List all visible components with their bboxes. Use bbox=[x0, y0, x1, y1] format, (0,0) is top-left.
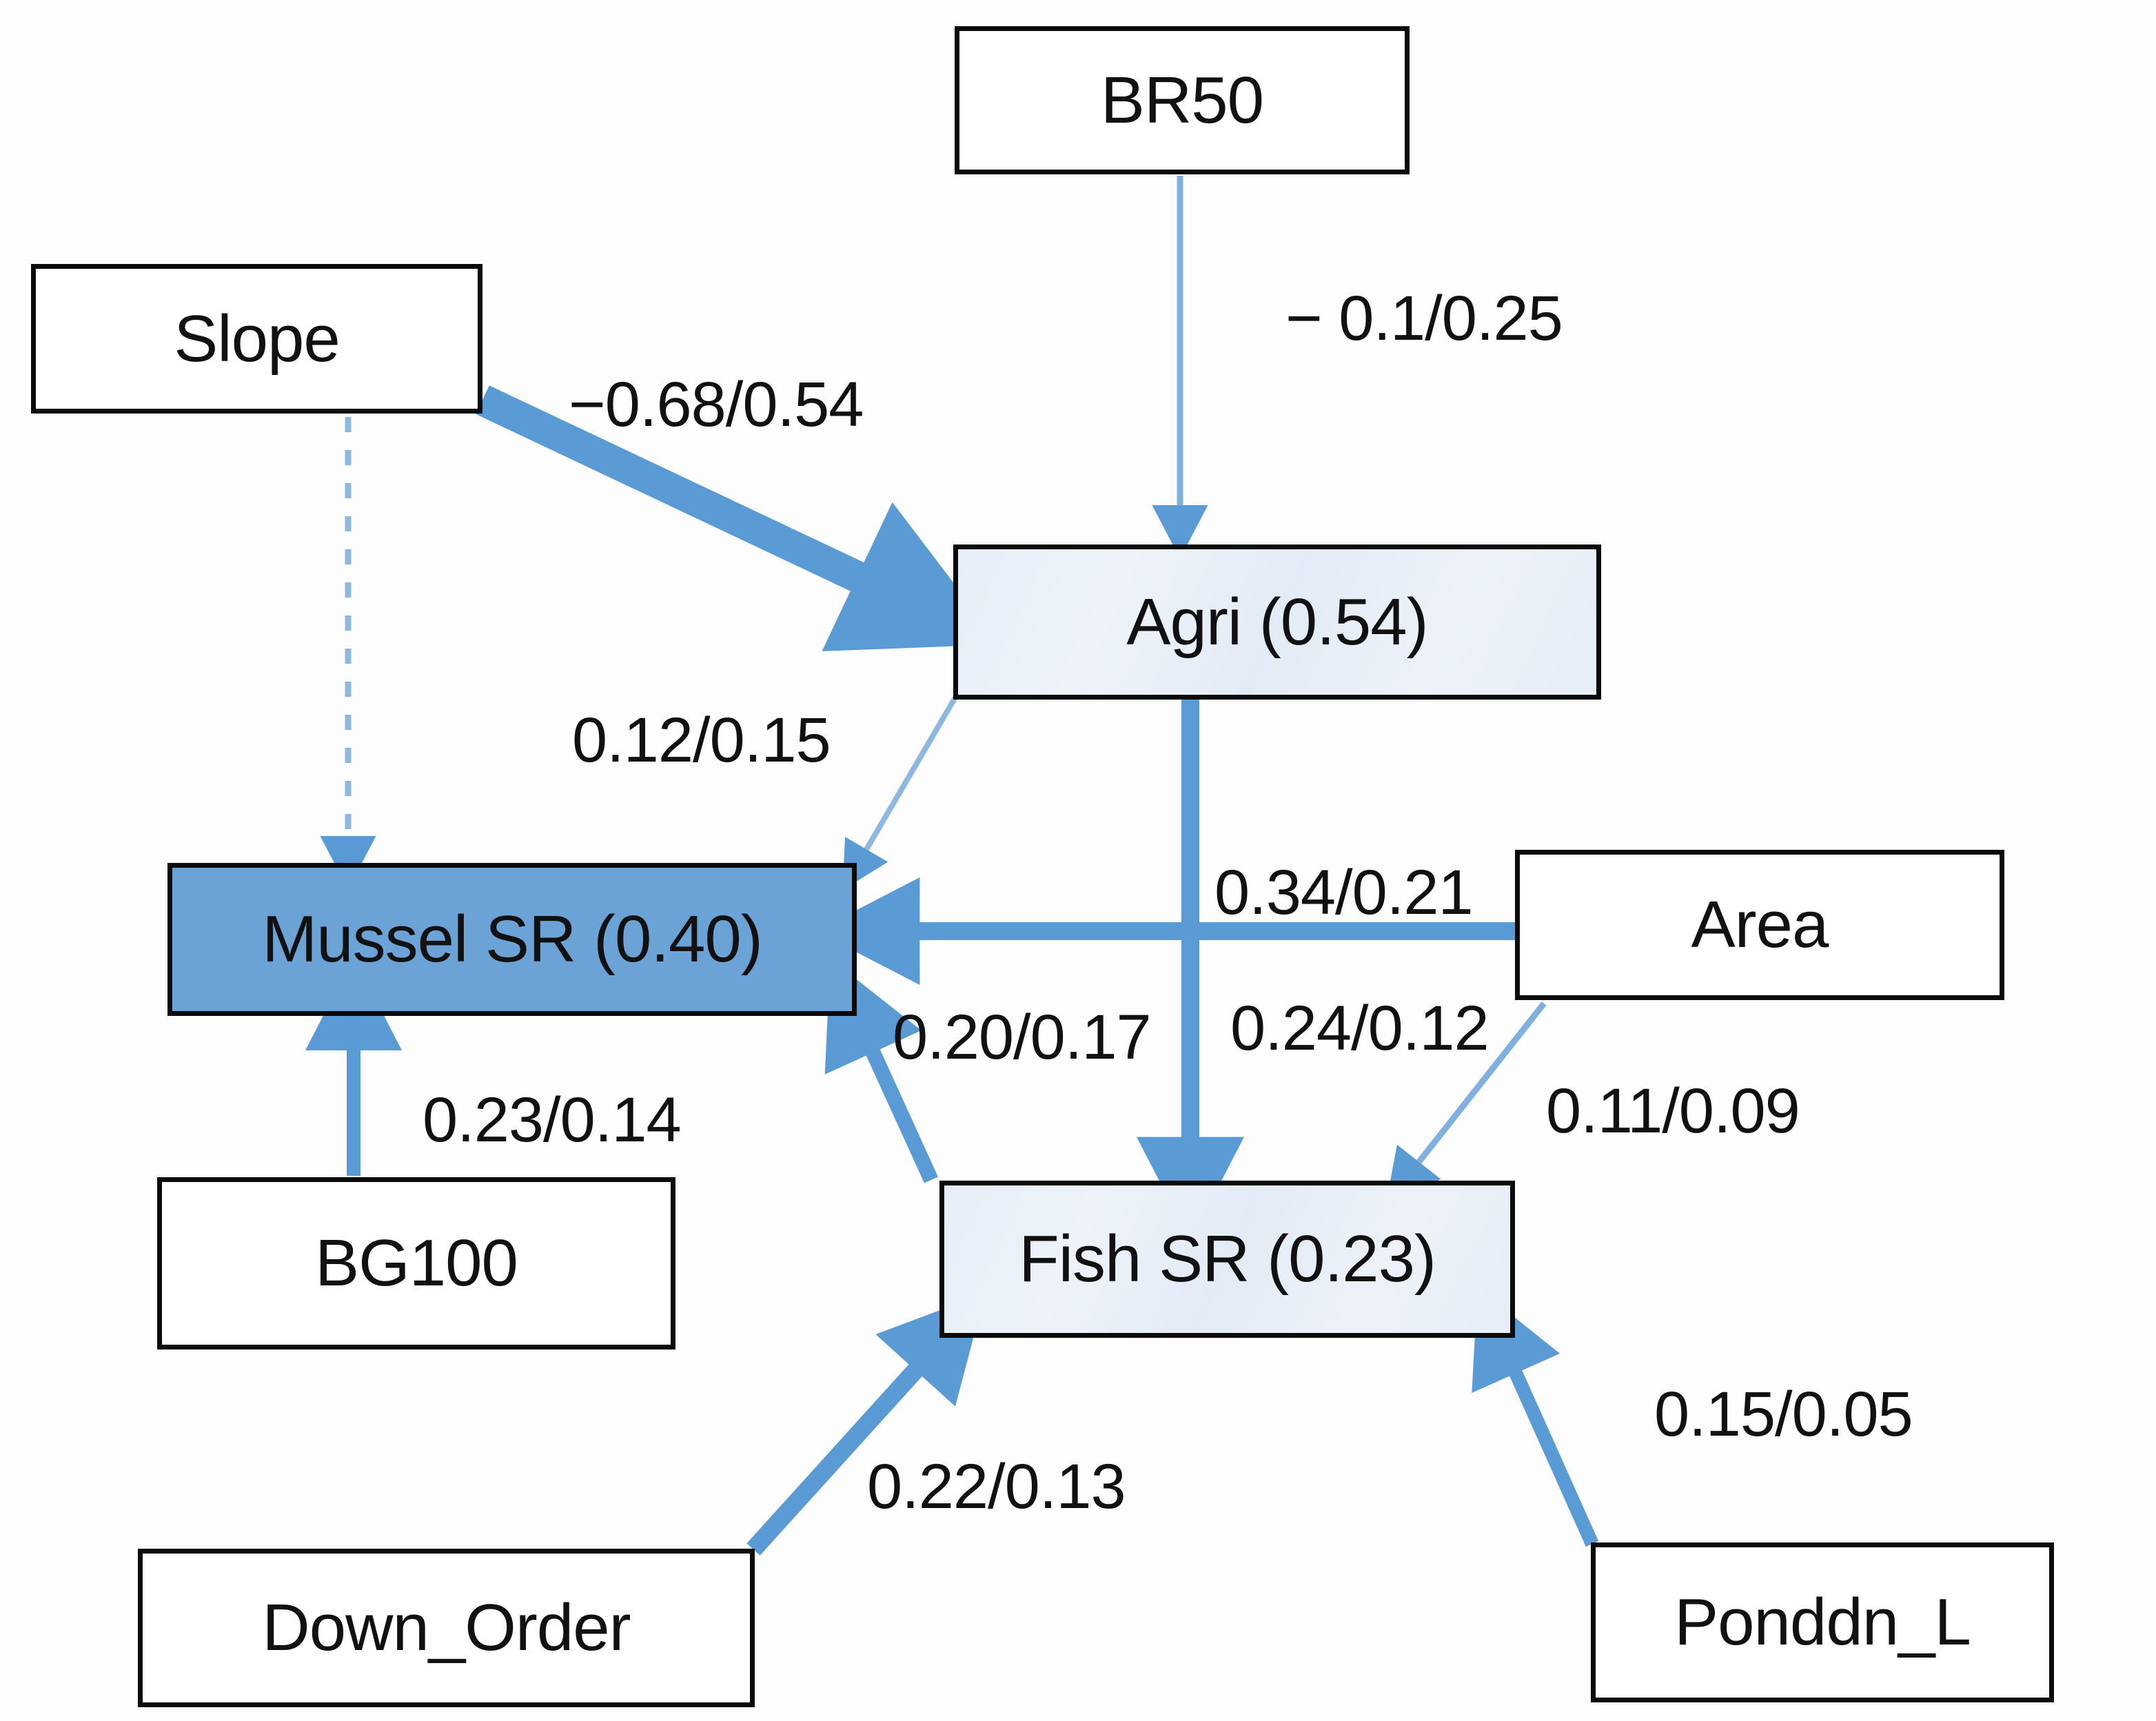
edge-label-fish-sr-to-mussel-sr: 0.20/0.17 bbox=[893, 1002, 1152, 1072]
node-bg100[interactable]: BG100 bbox=[157, 1177, 675, 1350]
edge-label-area-to-mussel-sr: 0.34/0.21 bbox=[1214, 857, 1474, 928]
node-agri-label: Agri (0.54) bbox=[1126, 584, 1428, 659]
edge-label-agri-to-fish-sr: 0.24/0.12 bbox=[1230, 993, 1489, 1063]
node-area-label: Area bbox=[1691, 888, 1829, 961]
edge-fish-sr-to-mussel-sr bbox=[824, 958, 939, 1183]
node-fish-sr[interactable]: Fish SR (0.23) bbox=[939, 1181, 1515, 1338]
edge-down-order-to-fish-sr bbox=[746, 1293, 986, 1556]
node-slope-label: Slope bbox=[174, 301, 340, 376]
node-br50-label: BR50 bbox=[1100, 63, 1264, 137]
node-down-order-label: Down_Order bbox=[262, 1591, 631, 1664]
edge-label-area-to-fish-sr: 0.11/0.09 bbox=[1546, 1076, 1800, 1146]
edge-area-to-fish-sr bbox=[1385, 1001, 1547, 1204]
node-agri[interactable]: Agri (0.54) bbox=[953, 544, 1601, 700]
edge-label-ponddn-l-to-fish-sr: 0.15/0.05 bbox=[1654, 1379, 1913, 1449]
node-ponddn-l[interactable]: Ponddn_L bbox=[1591, 1542, 2054, 1702]
node-area[interactable]: Area bbox=[1515, 850, 2004, 1000]
edge-label-bg100-to-mussel-sr: 0.23/0.14 bbox=[423, 1085, 682, 1155]
edge-label-slope-to-agri: −0.68/0.54 bbox=[569, 369, 864, 440]
node-down-order[interactable]: Down_Order bbox=[138, 1549, 755, 1707]
node-bg100-label: BG100 bbox=[315, 1226, 518, 1300]
node-fish-sr-label: Fish SR (0.23) bbox=[1019, 1222, 1436, 1296]
node-mussel-sr-label: Mussel SR (0.40) bbox=[262, 902, 763, 976]
node-slope[interactable]: Slope bbox=[31, 264, 482, 414]
edge-label-down-order-to-fish-sr: 0.22/0.13 bbox=[867, 1452, 1126, 1522]
edge-slope-to-agri bbox=[476, 385, 1001, 651]
node-mussel-sr[interactable]: Mussel SR (0.40) bbox=[167, 863, 857, 1016]
edge-label-agri-to-mussel-sr: 0.12/0.15 bbox=[572, 705, 831, 775]
edge-agri-to-mussel-sr bbox=[842, 691, 961, 890]
node-ponddn-l-label: Ponddn_L bbox=[1674, 1585, 1971, 1659]
node-br50[interactable]: BR50 bbox=[955, 26, 1410, 174]
edge-ponddn-l-to-fish-sr bbox=[1472, 1287, 1599, 1547]
edge-label-br50-to-agri: − 0.1/0.25 bbox=[1285, 283, 1563, 354]
